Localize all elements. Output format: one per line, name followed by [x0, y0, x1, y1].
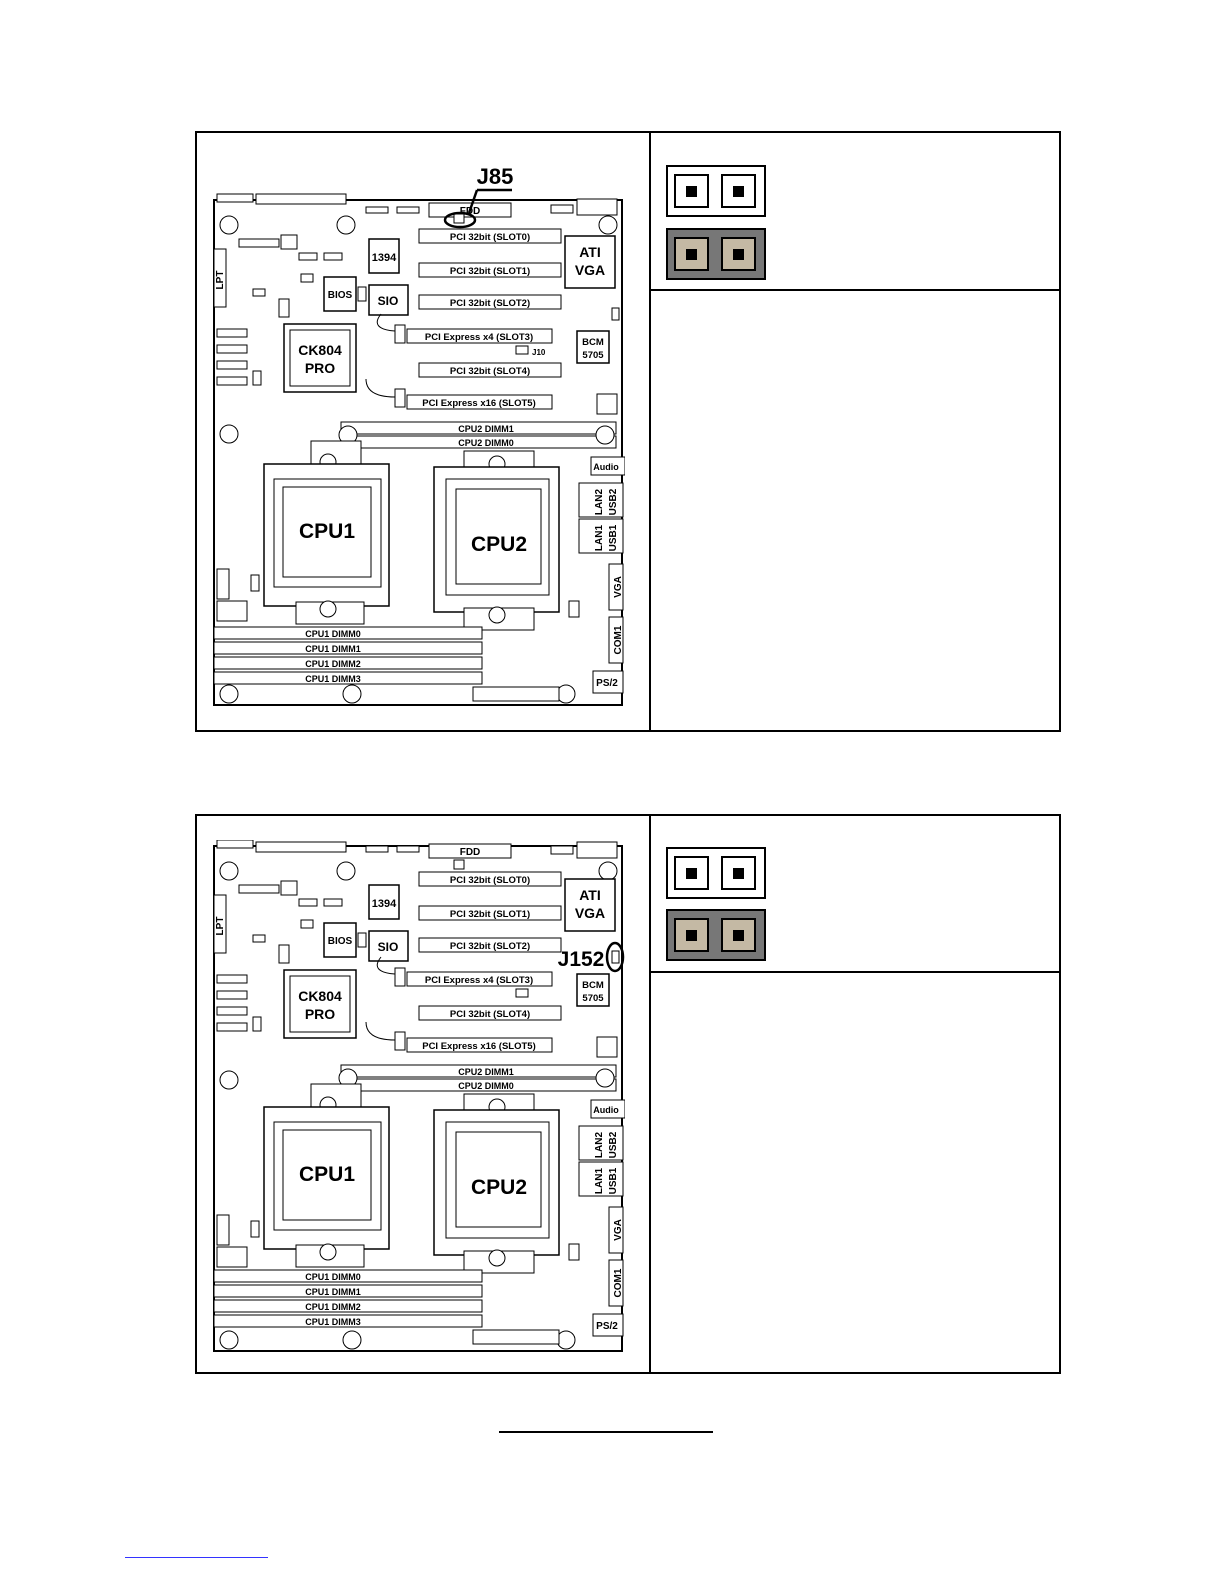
sio-label: SIO — [378, 940, 399, 954]
jumper-closed-icon — [666, 228, 766, 280]
motherboard-diagram: FDD J85 LPT 1 — [213, 164, 625, 706]
cpu1-dimm3-label: CPU1 DIMM3 — [305, 1317, 361, 1327]
ps2-label: PS/2 — [596, 1321, 618, 1332]
slot0-label: PCI 32bit (SLOT0) — [450, 232, 530, 243]
jumper-open-icon — [666, 165, 766, 217]
cpu2-label: CPU2 — [471, 533, 527, 556]
column-divider — [649, 816, 651, 1372]
sio-label: SIO — [378, 294, 399, 308]
jumper-pin-icon — [674, 918, 709, 952]
fdd-connector — [428, 843, 512, 859]
jumper-pin-icon — [721, 237, 756, 271]
cpu2-dimm0-label: CPU2 DIMM0 — [458, 438, 514, 448]
bcm-5705-label: 5705 — [582, 993, 604, 1004]
cpu1-dimm2-label: CPU1 DIMM2 — [305, 1302, 361, 1312]
ck804-pro-label: PRO — [305, 360, 335, 376]
cpu2-dimm1-label: CPU2 DIMM1 — [458, 1067, 514, 1077]
j85-highlight-ring — [443, 211, 477, 229]
slot3-label: PCI Express x4 (SLOT3) — [425, 332, 533, 343]
jumper-panel-j85: FDD J85 LPT 1 — [195, 131, 1061, 732]
jumper-pin-icon — [721, 856, 756, 890]
cpu1-label: CPU1 — [299, 520, 355, 543]
slot3-label: PCI Express x4 (SLOT3) — [425, 975, 533, 986]
chip-1394-label: 1394 — [372, 252, 397, 264]
j152-highlight-ring — [605, 941, 625, 973]
ati-label: ATI — [579, 244, 601, 260]
jumper-panel-j152: FDD LPT 1394 BIOS SIO — [195, 814, 1061, 1374]
jumper-pin-icon — [721, 918, 756, 952]
cpu1-dimm0-label: CPU1 DIMM0 — [305, 1272, 361, 1282]
j152-callout-label: J152 — [558, 948, 605, 971]
ck804-label: CK804 — [298, 988, 342, 1004]
ati-vga-label: VGA — [575, 262, 605, 278]
cpu2-dimm1-label: CPU2 DIMM1 — [458, 424, 514, 434]
jumper-open-icon — [666, 847, 766, 899]
lan2-label: LAN2 — [594, 489, 605, 516]
slot0-label: PCI 32bit (SLOT0) — [450, 875, 530, 886]
row-divider — [649, 289, 1059, 291]
jumper-pin-icon — [674, 237, 709, 271]
lan1-label: LAN1 — [594, 525, 605, 552]
jumper-pin-icon — [674, 174, 709, 208]
ck804-label: CK804 — [298, 342, 342, 358]
cpu1-dimm0-label: CPU1 DIMM0 — [305, 629, 361, 639]
audio-label: Audio — [593, 1105, 619, 1115]
usb1-label: USB1 — [608, 1167, 619, 1194]
cpu2-dimm0-label: CPU2 DIMM0 — [458, 1081, 514, 1091]
slot2-label: PCI 32bit (SLOT2) — [450, 298, 530, 309]
bcm-label: BCM — [582, 980, 604, 991]
usb2-label: USB2 — [608, 1131, 619, 1158]
usb2-label: USB2 — [608, 488, 619, 515]
vga-port-label: VGA — [613, 1219, 624, 1241]
lpt-label: LPT — [215, 917, 226, 936]
bcm-label: BCM — [582, 337, 604, 348]
ck804-pro-label: PRO — [305, 1006, 335, 1022]
slot4-label: PCI 32bit (SLOT4) — [450, 1009, 530, 1020]
cpu1-dimm1-label: CPU1 DIMM1 — [305, 644, 361, 654]
audio-label: Audio — [593, 462, 619, 472]
chip-1394-label: 1394 — [372, 898, 397, 910]
cpu1-label: CPU1 — [299, 1163, 355, 1186]
jumper-pin-icon — [674, 856, 709, 890]
lan1-label: LAN1 — [594, 1168, 605, 1195]
j85-callout-label: J85 — [477, 164, 514, 189]
j10-label: J10 — [532, 348, 546, 357]
lan2-label: LAN2 — [594, 1132, 605, 1159]
slot5-label: PCI Express x16 (SLOT5) — [422, 1041, 536, 1052]
cpu1-dimm3-label: CPU1 DIMM3 — [305, 674, 361, 684]
com1-label: COM1 — [613, 1268, 624, 1297]
ps2-label: PS/2 — [596, 678, 618, 689]
usb1-label: USB1 — [608, 524, 619, 551]
com1-label: COM1 — [613, 625, 624, 654]
lpt-label: LPT — [215, 271, 226, 290]
section-underline — [499, 1431, 713, 1433]
slot2-label: PCI 32bit (SLOT2) — [450, 941, 530, 952]
ati-vga-label: VGA — [575, 905, 605, 921]
slot1-label: PCI 32bit (SLOT1) — [450, 909, 530, 920]
ati-label: ATI — [579, 887, 601, 903]
cpu1-dimm1-label: CPU1 DIMM1 — [305, 1287, 361, 1297]
motherboard-diagram: FDD LPT 1394 BIOS SIO — [213, 840, 625, 1352]
fdd-label: FDD — [460, 847, 481, 858]
cpu1-dimm2-label: CPU1 DIMM2 — [305, 659, 361, 669]
vga-port-label: VGA — [613, 576, 624, 598]
bios-label: BIOS — [328, 290, 353, 301]
bcm-5705-label: 5705 — [582, 350, 604, 361]
slot5-label: PCI Express x16 (SLOT5) — [422, 398, 536, 409]
jumper-closed-icon — [666, 909, 766, 961]
bios-label: BIOS — [328, 936, 353, 947]
footer-link-underline — [125, 1557, 268, 1558]
row-divider — [649, 971, 1059, 973]
column-divider — [649, 133, 651, 730]
cpu2-label: CPU2 — [471, 1176, 527, 1199]
jumper-pin-icon — [721, 174, 756, 208]
slot1-label: PCI 32bit (SLOT1) — [450, 266, 530, 277]
slot4-label: PCI 32bit (SLOT4) — [450, 366, 530, 377]
